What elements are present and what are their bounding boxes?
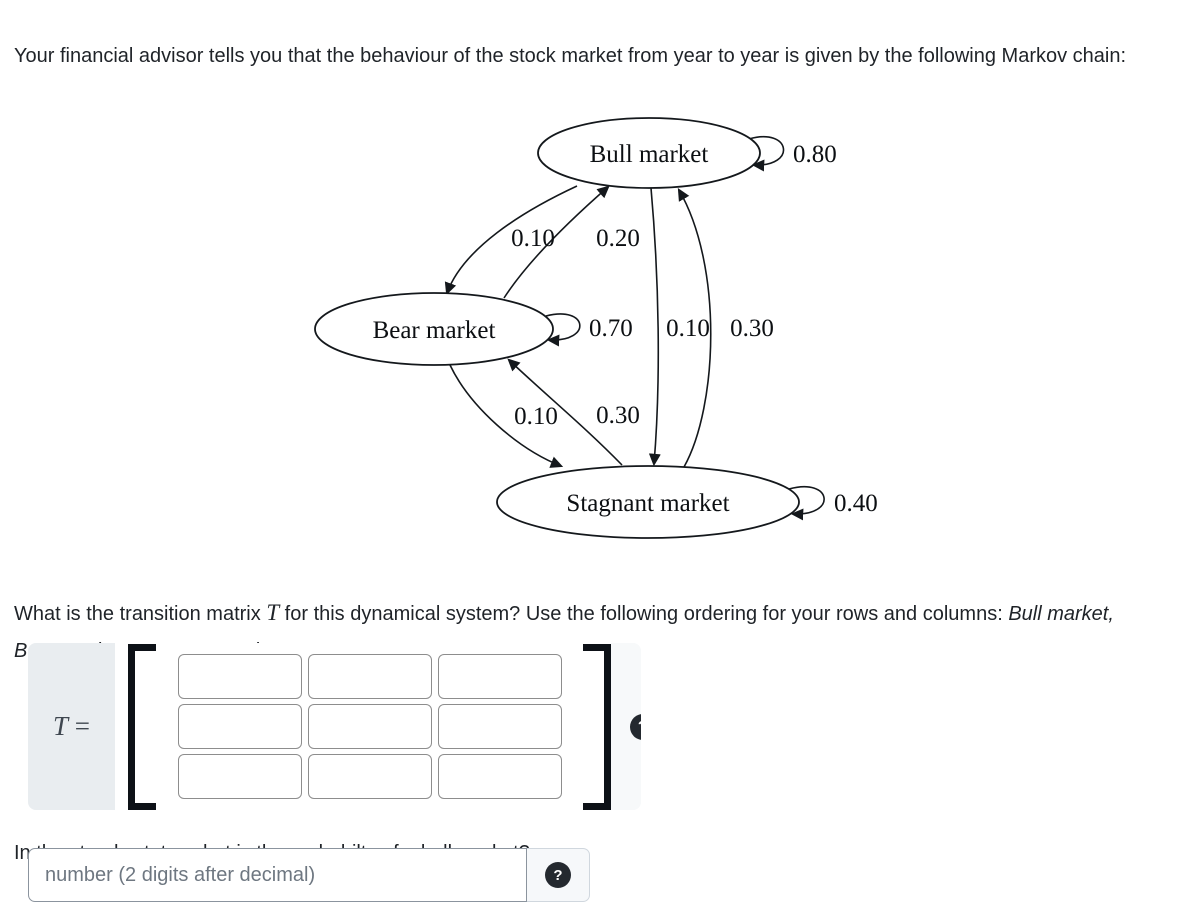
matrix-label-symbol: T	[52, 711, 69, 741]
edge-label-stagnant-self: 0.40	[834, 490, 878, 517]
node-bear-market	[314, 292, 554, 366]
matrix-body	[115, 643, 611, 810]
matrix-cell-r2c2[interactable]	[308, 704, 432, 749]
self-loop-bull	[748, 136, 785, 172]
matrix-equation-label: T =	[28, 643, 115, 810]
steady-help-button[interactable]: ?	[545, 862, 571, 888]
edge-label-bull-self: 0.80	[793, 141, 837, 168]
intro-text: Your financial advisor tells you that th…	[14, 45, 1127, 67]
matrix-bracket-right	[583, 643, 611, 810]
node-label-stagnant: Stagnant market	[566, 490, 729, 517]
steady-answer-input[interactable]	[28, 848, 527, 902]
question-mark-icon: ?	[638, 718, 641, 735]
node-stagnant-market	[496, 465, 800, 539]
steady-help-area: ?	[527, 848, 590, 902]
edge-label-stagnant-to-bear: 0.30	[596, 402, 640, 429]
matrix-grid	[178, 654, 562, 799]
markov-chain-diagram: Bull market Bear market Stagnant market …	[314, 117, 878, 539]
edge-bull-to-bear	[444, 185, 578, 296]
node-label-bull: Bull market	[590, 141, 709, 168]
self-loop-bear	[545, 313, 581, 347]
question-mark-icon: ?	[553, 866, 563, 884]
matrix-input-widget: T = ?	[28, 643, 641, 810]
matrix-bracket-left	[128, 643, 156, 810]
edge-label-bear-to-stagnant: 0.10	[514, 403, 558, 430]
edge-label-bear-to-bull: 0.20	[596, 225, 640, 252]
matrix-label-equals: =	[68, 711, 90, 741]
edge-bear-to-stagnant	[449, 364, 564, 468]
matrix-cell-r1c3[interactable]	[438, 654, 562, 699]
edge-label-bull-to-bear: 0.10	[511, 225, 555, 252]
matrix-cell-r1c1[interactable]	[178, 654, 302, 699]
matrix-help-area: ?	[611, 643, 641, 810]
matrix-question-part1: What is the transition matrix	[14, 603, 267, 625]
matrix-cell-r2c3[interactable]	[438, 704, 562, 749]
edge-stagnant-to-bull	[677, 187, 712, 468]
edge-label-bull-to-stagnant: 0.10	[666, 315, 710, 342]
node-label-bear: Bear market	[373, 317, 496, 344]
matrix-cell-r2c1[interactable]	[178, 704, 302, 749]
matrix-cell-r3c2[interactable]	[308, 754, 432, 799]
edge-bear-to-bull	[503, 185, 610, 299]
matrix-cell-r3c3[interactable]	[438, 754, 562, 799]
matrix-cell-r1c2[interactable]	[308, 654, 432, 699]
edge-bull-to-stagnant	[648, 187, 661, 467]
matrix-help-button[interactable]: ?	[629, 713, 641, 740]
node-bull-market	[537, 117, 761, 189]
matrix-cell-r3c1[interactable]	[178, 754, 302, 799]
matrix-question-part2: for this dynamical system? Use the follo…	[279, 603, 1009, 625]
edge-stagnant-to-bear	[507, 358, 623, 466]
matrix-symbol-t: T	[266, 600, 280, 625]
edge-label-bear-self: 0.70	[589, 315, 633, 342]
steady-answer-group: ?	[28, 848, 590, 902]
edge-label-stagnant-to-bull: 0.30	[730, 315, 774, 342]
self-loop-stagnant	[788, 486, 825, 521]
